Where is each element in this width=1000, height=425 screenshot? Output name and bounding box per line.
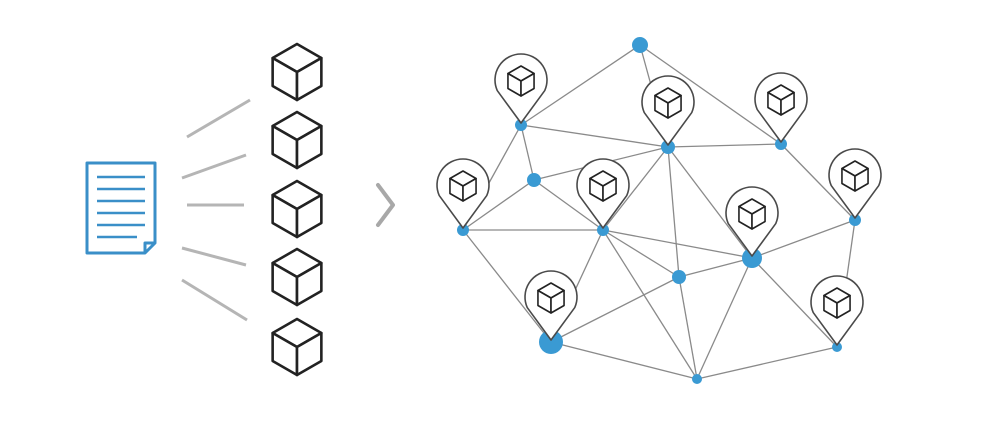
cube-icon	[537, 282, 565, 314]
network-edges	[462, 44, 856, 380]
connector-line-5	[181, 278, 248, 322]
network-edge	[462, 229, 552, 343]
cube-icon	[271, 179, 323, 239]
map-pin-icon	[576, 158, 630, 229]
network-edge	[667, 146, 753, 259]
network-node	[457, 224, 469, 236]
cube-icon	[823, 287, 851, 319]
network-node	[527, 173, 541, 187]
cube-icon	[271, 110, 323, 170]
network-node	[632, 37, 648, 53]
map-pin-icon	[828, 148, 882, 219]
network-edge	[520, 44, 641, 126]
network-node	[832, 342, 842, 352]
network-edge	[678, 276, 698, 380]
network-edge	[550, 341, 698, 380]
map-pin-icon	[641, 75, 695, 146]
network-edge	[602, 229, 698, 380]
cube-icon	[767, 84, 795, 116]
network-edge	[751, 257, 838, 348]
map-pin-icon	[754, 72, 808, 143]
network-edge	[602, 229, 680, 278]
network-edge	[462, 179, 535, 231]
cube-icon	[841, 160, 869, 192]
network-node	[692, 374, 702, 384]
cube-icon	[271, 42, 323, 102]
network-edge	[751, 219, 856, 259]
connector-line-4	[181, 246, 247, 267]
map-pin-icon	[436, 158, 490, 229]
cube-icon	[507, 65, 535, 97]
map-pin-icon	[725, 186, 779, 257]
chevron-right-icon	[376, 183, 395, 227]
map-pin-icon	[810, 275, 864, 346]
network-node	[539, 330, 563, 354]
network-edge	[533, 179, 604, 231]
network-node	[775, 138, 787, 150]
map-pin-icon	[494, 53, 548, 124]
connector-lines	[181, 98, 251, 322]
network-edge	[520, 124, 669, 148]
cube-icon	[738, 198, 766, 230]
network-edge	[696, 346, 838, 380]
network-edge	[667, 146, 680, 278]
cube-icon	[654, 87, 682, 119]
block-column	[271, 42, 323, 377]
network-pins	[436, 53, 882, 346]
network-node	[849, 214, 861, 226]
network-edge	[602, 146, 669, 231]
network-node	[672, 270, 686, 284]
cube-icon	[271, 247, 323, 307]
network-edge	[667, 143, 782, 148]
connector-line-1	[186, 98, 251, 139]
network-edge	[602, 229, 753, 259]
network-edge	[780, 143, 856, 221]
cube-icon	[589, 170, 617, 202]
network-node	[515, 119, 527, 131]
network-edge	[550, 276, 680, 343]
network-edge	[678, 257, 753, 278]
network-edge	[696, 257, 753, 380]
network-node	[597, 224, 609, 236]
cube-icon	[449, 170, 477, 202]
network-nodes	[457, 37, 861, 384]
document-icon	[85, 161, 157, 255]
network-node	[742, 248, 762, 268]
map-pin-icon	[524, 270, 578, 341]
network-node	[661, 140, 675, 154]
network-edge	[520, 124, 535, 181]
cube-icon	[271, 317, 323, 377]
network-edge	[639, 44, 782, 145]
connector-line-2	[181, 153, 247, 180]
